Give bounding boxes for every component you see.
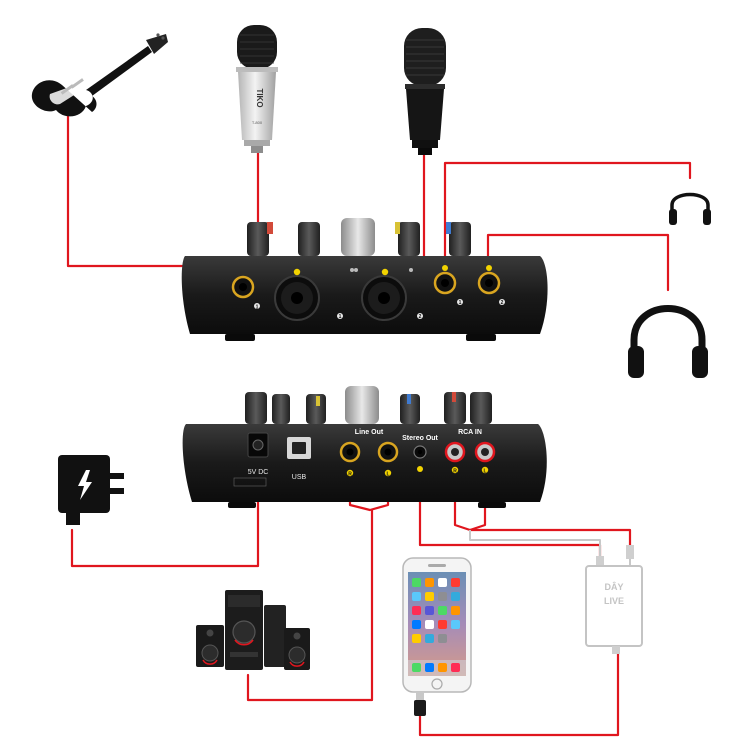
wire-live-phone	[418, 648, 620, 737]
headphone-1-number: 1	[459, 300, 462, 306]
line-out-channel-r: R	[348, 472, 352, 478]
app-icon-grid	[408, 578, 466, 676]
live-cable-label-line1: DÂY	[604, 581, 623, 592]
stereo-out-label: Stereo Out	[402, 435, 438, 442]
line-out-channel-l: L	[386, 472, 389, 478]
guitar-icon	[31, 33, 168, 117]
dynamic-mic-icon	[404, 28, 446, 155]
power-adapter-icon	[58, 455, 124, 525]
mic-brand-label: TIKO	[255, 88, 264, 107]
front-knobs	[247, 218, 471, 256]
headphones-icon	[628, 305, 708, 378]
speaker-system-icon	[196, 590, 310, 670]
front-panel-device: 1 1 2 1	[181, 218, 548, 341]
power-label: 5V DC	[248, 469, 269, 476]
wire-power	[70, 460, 260, 568]
mic-input-1-number: 1	[339, 314, 342, 320]
condenser-mic-icon: TIKO T-800	[236, 25, 278, 153]
headphone-jack-1: 1	[433, 265, 463, 306]
power-jack: 5V DC	[233, 432, 269, 487]
usb-label: USB	[292, 474, 307, 481]
guitar-input-jack: 1	[231, 275, 260, 311]
wire-speaker	[246, 508, 374, 702]
headphone-2-number: 2	[501, 300, 504, 306]
live-cable-label-line2: LIVE	[604, 596, 624, 606]
line-out-label: Line Out	[355, 429, 384, 436]
headphone-jack-2: 2	[477, 265, 505, 306]
rca-in-jacks: RCA IN R L	[444, 429, 496, 475]
wire-headphone-large	[486, 233, 670, 292]
line-out-jacks: Line Out R L	[339, 429, 399, 478]
rca-in-label: RCA IN	[458, 429, 482, 436]
rear-panel-device: 5V DC USB Line Out R L Stereo Out	[182, 386, 547, 508]
mic-model-label: T-800	[252, 120, 263, 125]
mic-input-2: 2	[361, 268, 423, 321]
wire-rca-live	[468, 528, 632, 547]
stereo-out-jack: Stereo Out	[402, 435, 439, 472]
rear-knobs	[245, 386, 492, 424]
mic-input-2-number: 2	[419, 314, 422, 320]
wire-headphone-small	[443, 161, 692, 268]
guitar-input-number: 1	[256, 305, 259, 311]
rca-channel-l: L	[483, 469, 486, 475]
mic-input-1: 1	[274, 268, 343, 321]
headphones-icon	[669, 192, 711, 225]
smartphone-icon	[402, 557, 472, 716]
live-cable-box: DÂY LIVE	[469, 530, 643, 654]
rca-channel-r: R	[453, 469, 457, 475]
usb-port: USB	[287, 437, 311, 481]
